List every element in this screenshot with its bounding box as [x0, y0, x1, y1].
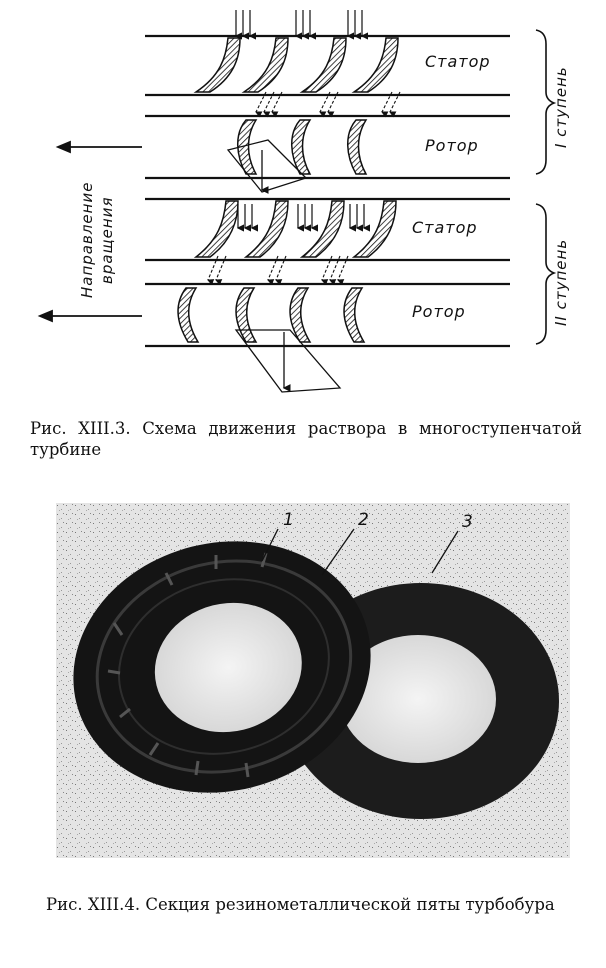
- rotor-blades-stage1: [237, 119, 368, 175]
- callout-2: 2: [358, 510, 369, 530]
- label-direction-line-1: Направление: [78, 181, 96, 298]
- figure-caption-xiii-3: Рис. XIII.3. Схема движения раствора в м…: [30, 419, 582, 459]
- turbine-scheme-diagram: [37, 10, 557, 393]
- label-rotor-2: Ротор: [412, 302, 466, 321]
- label-rotor-1: Ротор: [425, 136, 479, 155]
- label-stator-1: Статор: [425, 52, 491, 71]
- velocity-triangle-stage2: [234, 329, 342, 393]
- velocity-triangle-stage1: [226, 139, 308, 194]
- label-stage-1: I ступень: [552, 66, 570, 148]
- callout-1: 1: [283, 510, 294, 530]
- stator-blades-stage1: [193, 37, 399, 93]
- label-stator-2: Статор: [412, 218, 478, 237]
- gap-flow-arrows: [206, 91, 401, 286]
- thrust-bearing-photo: [56, 503, 570, 858]
- rotor-blades-stage2: [177, 287, 366, 343]
- inflow-arrows: [234, 10, 370, 232]
- label-stage-2: II ступень: [552, 238, 570, 326]
- figure-caption-xiii-4: Рис. XIII.4. Секция резинометаллической …: [46, 895, 555, 914]
- callout-3: 3: [462, 512, 473, 532]
- stage-brackets: [535, 29, 557, 345]
- rotation-arrows: [37, 140, 142, 323]
- stator-blades-stage2: [193, 200, 397, 258]
- label-direction-line-2: вращения: [98, 196, 116, 285]
